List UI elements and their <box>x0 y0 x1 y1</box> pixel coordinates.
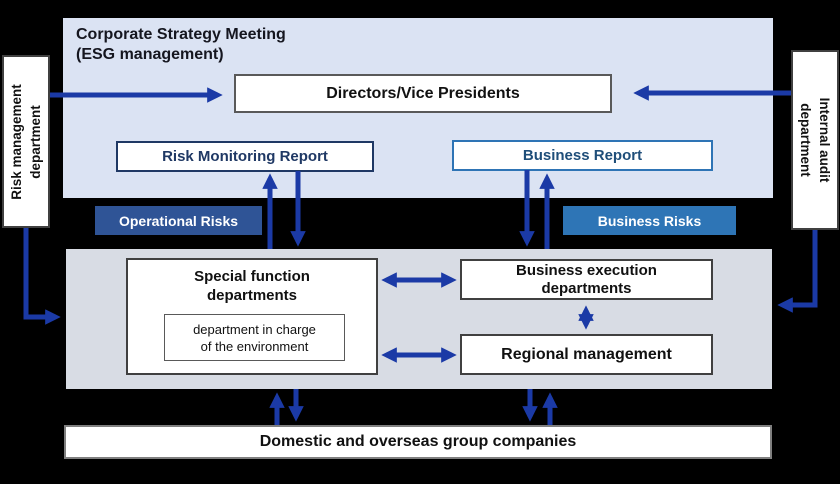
business-execution-departments-box: Business execution departments <box>460 259 713 300</box>
business-execution-label: Business execution departments <box>516 261 657 297</box>
group-companies-label: Domestic and overseas group companies <box>259 433 577 450</box>
operational-risks-label: Operational Risks <box>118 212 239 229</box>
internal-audit-dept-label: Internal audit department <box>798 97 832 183</box>
special-function-departments-box: Special function departments department … <box>126 258 378 375</box>
regional-management-box: Regional management <box>460 334 713 375</box>
environment-department-label: department in charge of the environment <box>193 321 316 354</box>
risk-monitoring-report-label: Risk Monitoring Report <box>162 148 328 165</box>
arrow-risk-mgmt-to-exec-panel-elbow <box>23 228 61 325</box>
risk-management-dept-box: Risk management department <box>2 55 50 228</box>
business-risks-badge: Business Risks <box>563 206 736 235</box>
business-risks-label: Business Risks <box>597 212 702 229</box>
risk-management-dept-label: Risk management department <box>9 83 43 200</box>
environment-department-box: department in charge of the environment <box>164 314 345 361</box>
corporate-strategy-title: Corporate Strategy Meeting (ESG manageme… <box>76 25 286 65</box>
business-report-label: Business Report <box>522 147 643 164</box>
special-function-label: Special function departments <box>194 268 310 304</box>
internal-audit-dept-box: Internal audit department <box>791 50 839 230</box>
risk-monitoring-report-box: Risk Monitoring Report <box>116 141 374 172</box>
directors-vice-presidents-box: Directors/Vice Presidents <box>234 74 612 113</box>
operational-risks-badge: Operational Risks <box>95 206 262 235</box>
regional-management-label: Regional management <box>501 345 672 363</box>
title-line-1: Corporate Strategy Meeting <box>76 26 286 43</box>
business-report-box: Business Report <box>452 140 713 171</box>
directors-label: Directors/Vice Presidents <box>326 84 520 102</box>
title-line-2: (ESG management) <box>76 46 224 63</box>
group-companies-box: Domestic and overseas group companies <box>64 425 772 459</box>
arrow-internal-audit-to-exec-panel-elbow <box>777 230 818 313</box>
